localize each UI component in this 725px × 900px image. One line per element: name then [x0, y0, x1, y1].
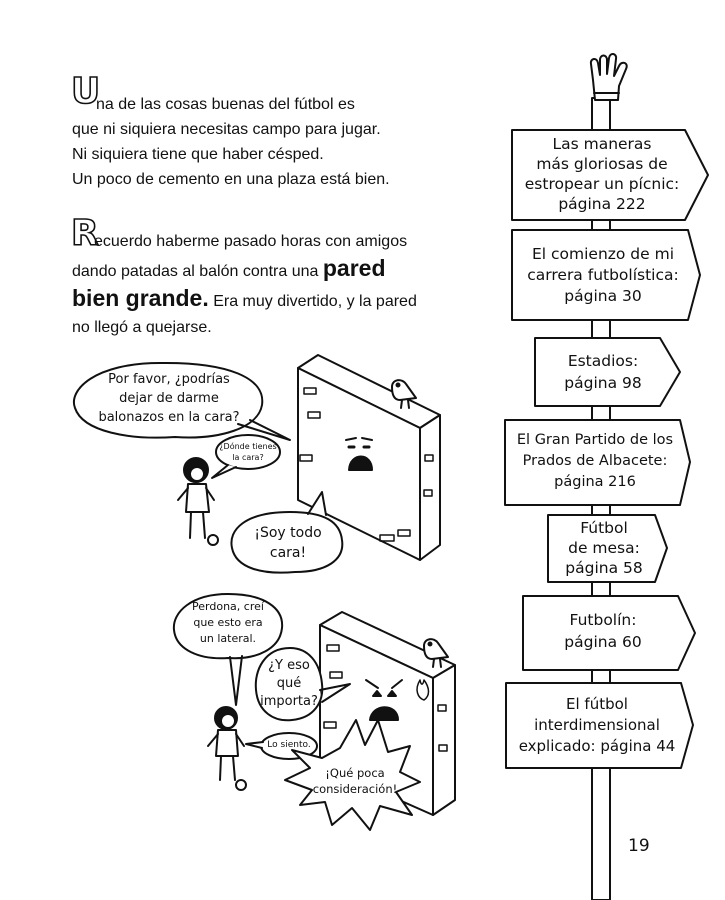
intro-paragraph-1: na de las cosas buenas del fútbol es que… — [72, 92, 390, 192]
sign-3-line: Estadios: — [567, 352, 639, 370]
paragraph-1-line-3: Ni siquiera tiene que haber césped. — [72, 146, 324, 163]
highlight-pared: pared — [322, 255, 386, 281]
sign-6-line: página 60 — [564, 633, 642, 651]
comic-1-wall-speech-bubble — [230, 491, 344, 574]
comic-2-kid-speech-line: Perdona, creí — [192, 600, 264, 613]
sign-4-line: El Gran Partido de los — [516, 432, 674, 448]
comic-2-wall-shout-line: ¡Qué poca — [325, 766, 385, 780]
paragraph-1-line-4: Un poco de cemento en una plaza está bie… — [72, 171, 390, 188]
comic-2-wall-question-text: ¿Y eso qué importa? — [256, 657, 322, 711]
comic-1-kid-speech-line: balonazos en la cara? — [98, 410, 240, 425]
drop-cap-u: U — [70, 71, 101, 112]
comic-2-apology-text: Lo siento. — [267, 740, 311, 750]
sign-2-line: página 30 — [564, 287, 642, 305]
sign-5-line: página 58 — [565, 559, 643, 577]
drop-cap-r: R — [70, 213, 99, 254]
comic-2-illustration — [172, 593, 456, 831]
highlight-bien-grande: bien grande. — [72, 285, 209, 311]
comic-1-wall-speech-line: cara! — [269, 545, 307, 561]
comic-2-wall-shout-bubble — [284, 719, 421, 831]
sign-6-line: Futbolín: — [569, 611, 637, 629]
page-number: 19 — [628, 836, 650, 856]
sign-5-line: Fútbol — [580, 519, 628, 537]
comic-1-illustration — [72, 354, 441, 574]
comic-1-wall-speech-text: ¡Soy todo cara! — [240, 523, 336, 563]
sign-arrow-2 — [511, 229, 701, 321]
comic-1-small-question-line: ¿Dónde tienes — [219, 442, 277, 451]
paragraph-1-line-1: na de las cosas buenas del fútbol es — [96, 96, 355, 113]
intro-paragraph-2: ecuerdo haberme pasado horas con amigos … — [72, 229, 417, 341]
paragraph-2-line-1: ecuerdo haberme pasado horas con amigos — [94, 233, 408, 250]
sign-5-line: de mesa: — [568, 539, 640, 557]
sign-1-line: Las maneras — [552, 135, 652, 153]
paragraph-2-line-3-rest: Era muy divertido, y la pared — [208, 293, 417, 310]
sign-arrow-1 — [511, 129, 709, 221]
signpost-hand-drawing — [589, 53, 628, 101]
sign-arrow-7 — [505, 682, 694, 769]
comic-1-small-question-line: la cara? — [232, 453, 264, 462]
bird-2 — [423, 638, 449, 668]
signpost-illustration — [504, 53, 709, 900]
paragraph-2-line-2: dando patadas al balón contra una pared — [72, 255, 417, 285]
sign-arrow-5 — [547, 514, 668, 583]
sign-2-line: El comienzo de mi — [531, 245, 675, 263]
sign-4-text: El Gran Partido de los Prados de Albacet… — [505, 430, 685, 493]
comic-2-kid-speech-line: un lateral. — [199, 632, 257, 645]
sign-3-line: página 98 — [564, 374, 642, 392]
comic-2-wall-question-line: ¿Y eso — [268, 658, 310, 673]
comic-2-wall-shout-line: consideración! — [312, 782, 398, 796]
comic-2-wall-shout-text: ¡Qué poca consideración! — [300, 765, 410, 797]
sign-4-line: Prados de Albacete: — [522, 453, 668, 469]
sign-7-line: interdimensional — [534, 716, 660, 734]
paragraph-2-line-4: no llegó a quejarse. — [72, 319, 212, 336]
sign-7-line: El fútbol — [566, 695, 628, 713]
sign-4-line: página 216 — [554, 474, 636, 490]
bird-1 — [391, 379, 417, 409]
comic-1-small-question-text: ¿Dónde tienes la cara? — [218, 441, 278, 463]
sign-2-line: carrera futbolística: — [527, 266, 679, 284]
sign-arrow-6 — [522, 595, 696, 671]
comic-1-kid-speech-text: Por favor, ¿podrías dejar de darme balon… — [84, 370, 254, 427]
sign-arrow-4 — [504, 419, 691, 506]
sign-1-line: más gloriosas de — [536, 155, 668, 173]
sign-7-text: El fútbol interdimensional explicado: pá… — [506, 694, 688, 757]
comic-1-kid-speech-line: Por favor, ¿podrías — [108, 372, 230, 387]
comic-1-kid-speech-bubble — [72, 361, 291, 441]
paragraph-1-line-2: que ni siquiera necesitas campo para jug… — [72, 121, 381, 138]
comic-1-kid-speech-line: dejar de darme — [119, 391, 219, 406]
comic-1-wall-speech-line: ¡Soy todo — [254, 525, 322, 541]
comic-1-small-question-bubble — [215, 434, 281, 470]
sign-arrow-3 — [534, 337, 681, 407]
comic-2-kid-speech-bubble — [172, 593, 284, 706]
comic-2-kid-speech-text: Perdona, creí que esto era un lateral. — [180, 599, 276, 647]
kid-character-1 — [177, 457, 219, 546]
sign-3-text: Estadios: página 98 — [535, 350, 671, 394]
paragraph-2-line-2-start: dando patadas al balón contra una — [72, 263, 323, 280]
sign-1-line: estropear un pícnic: — [524, 175, 680, 193]
sign-6-text: Futbolín: página 60 — [523, 609, 683, 653]
comic-2-kid-speech-line: que esto era — [193, 616, 263, 629]
sign-2-text: El comienzo de mi carrera futbolística: … — [512, 244, 694, 307]
comic-2-wall-question-line: importa? — [260, 694, 318, 709]
sign-1-text: Las maneras más gloriosas de estropear u… — [512, 134, 692, 214]
sign-5-text: Fútbol de mesa: página 58 — [548, 518, 660, 578]
comic-2-wall-question-line: qué — [276, 676, 302, 691]
comic-2-wall-question-bubble — [254, 647, 351, 722]
wall-character-1 — [297, 354, 441, 561]
kid-character-2 — [207, 706, 247, 791]
sign-1-line: página 222 — [558, 195, 646, 213]
paragraph-2-line-3: bien grande. Era muy divertido, y la par… — [72, 285, 417, 315]
sign-7-line: explicado: página 44 — [518, 737, 676, 755]
